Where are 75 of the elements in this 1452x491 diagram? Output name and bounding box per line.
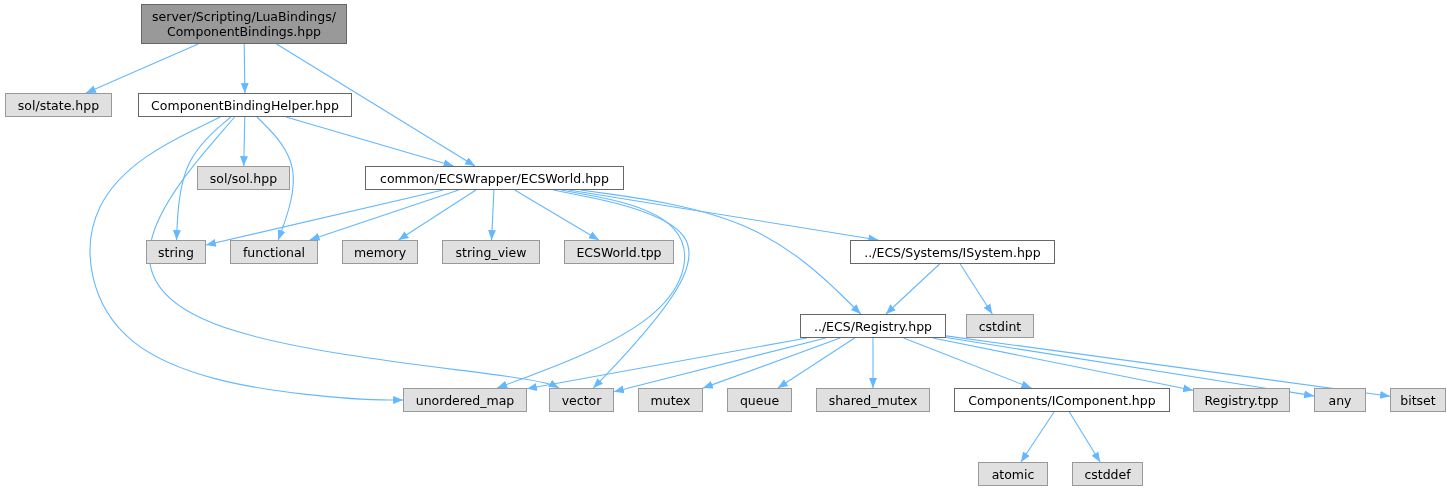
arrow	[1020, 411, 1055, 463]
header-node	[1314, 388, 1366, 412]
arrow	[1068, 411, 1101, 463]
file-name: atomic	[991, 466, 1035, 482]
arrow	[205, 189, 444, 247]
file-name: cstdint	[978, 318, 1022, 334]
arrow	[398, 189, 477, 241]
arrow	[945, 335, 1391, 399]
arrow	[240, 116, 248, 167]
header-node	[342, 240, 418, 264]
file-name: queue	[739, 392, 780, 408]
arrow	[514, 189, 600, 241]
header-node	[1390, 388, 1446, 412]
file-name: Registry.tpp	[1204, 392, 1279, 408]
file-name: functional	[242, 244, 306, 260]
file-name: sol/sol.hpp	[209, 170, 278, 186]
header-node	[197, 166, 290, 190]
header-node	[146, 240, 206, 264]
file-name: common/ECSWrapper/ECSWorld.hpp	[380, 170, 609, 186]
arrow	[959, 263, 993, 315]
file-name: sol/state.hpp	[17, 97, 100, 113]
arrow	[777, 337, 856, 389]
arrow	[85, 43, 199, 94]
file-name: any	[1328, 392, 1352, 408]
arrow	[702, 337, 841, 389]
file-name: ../ECS/Registry.hpp	[813, 318, 933, 334]
file-name: shared_mutex	[828, 392, 918, 408]
file-name: memory	[353, 244, 407, 260]
file-name: Components/IComponent.hpp	[968, 392, 1156, 408]
arrow	[285, 116, 455, 167]
file-node	[800, 314, 946, 338]
file-name: cstddef	[1084, 466, 1131, 482]
file-name: server/Scripting/LuaBindings/ComponentBindings.hpp	[151, 9, 337, 39]
file-name: string	[158, 244, 194, 260]
file-name: ComponentBindingHelper.hpp	[151, 97, 339, 113]
file-name: bitset	[1400, 392, 1436, 408]
arrow	[496, 189, 686, 389]
arrow	[932, 337, 1194, 393]
arrow	[309, 189, 460, 241]
header-node	[816, 388, 930, 412]
file-node	[850, 240, 1055, 264]
header-node	[1193, 388, 1290, 412]
header-node	[966, 314, 1034, 338]
file-node	[365, 166, 624, 190]
file-node	[138, 93, 352, 117]
header-node	[978, 462, 1048, 486]
arrow	[945, 337, 1315, 399]
highlighted-file-node	[141, 4, 347, 44]
file-node	[954, 388, 1170, 412]
file-name: string_view	[455, 244, 527, 260]
header-node	[442, 240, 540, 264]
file-name: ../ECS/Systems/ISystem.hpp	[864, 244, 1041, 260]
arrow	[488, 189, 496, 241]
header-node	[403, 388, 527, 412]
file-name: unordered_map	[415, 392, 515, 408]
header-node	[1072, 462, 1143, 486]
header-node	[5, 93, 112, 117]
header-node	[564, 240, 674, 264]
arrow	[869, 337, 877, 389]
file-name: ECSWorld.tpp	[576, 244, 662, 260]
arrow	[613, 337, 827, 394]
file-name: vector	[561, 392, 602, 408]
header-node	[230, 240, 318, 264]
arrow	[149, 116, 560, 389]
arrow	[903, 337, 1032, 389]
header-node	[549, 388, 614, 412]
arrow	[173, 116, 232, 241]
header-node	[638, 388, 703, 412]
header-node	[727, 388, 792, 412]
file-name: mutex	[650, 392, 691, 408]
arrow	[240, 43, 249, 94]
arrow	[89, 116, 404, 404]
arrow	[885, 263, 941, 315]
arrow	[275, 43, 476, 167]
arrow	[256, 116, 294, 241]
